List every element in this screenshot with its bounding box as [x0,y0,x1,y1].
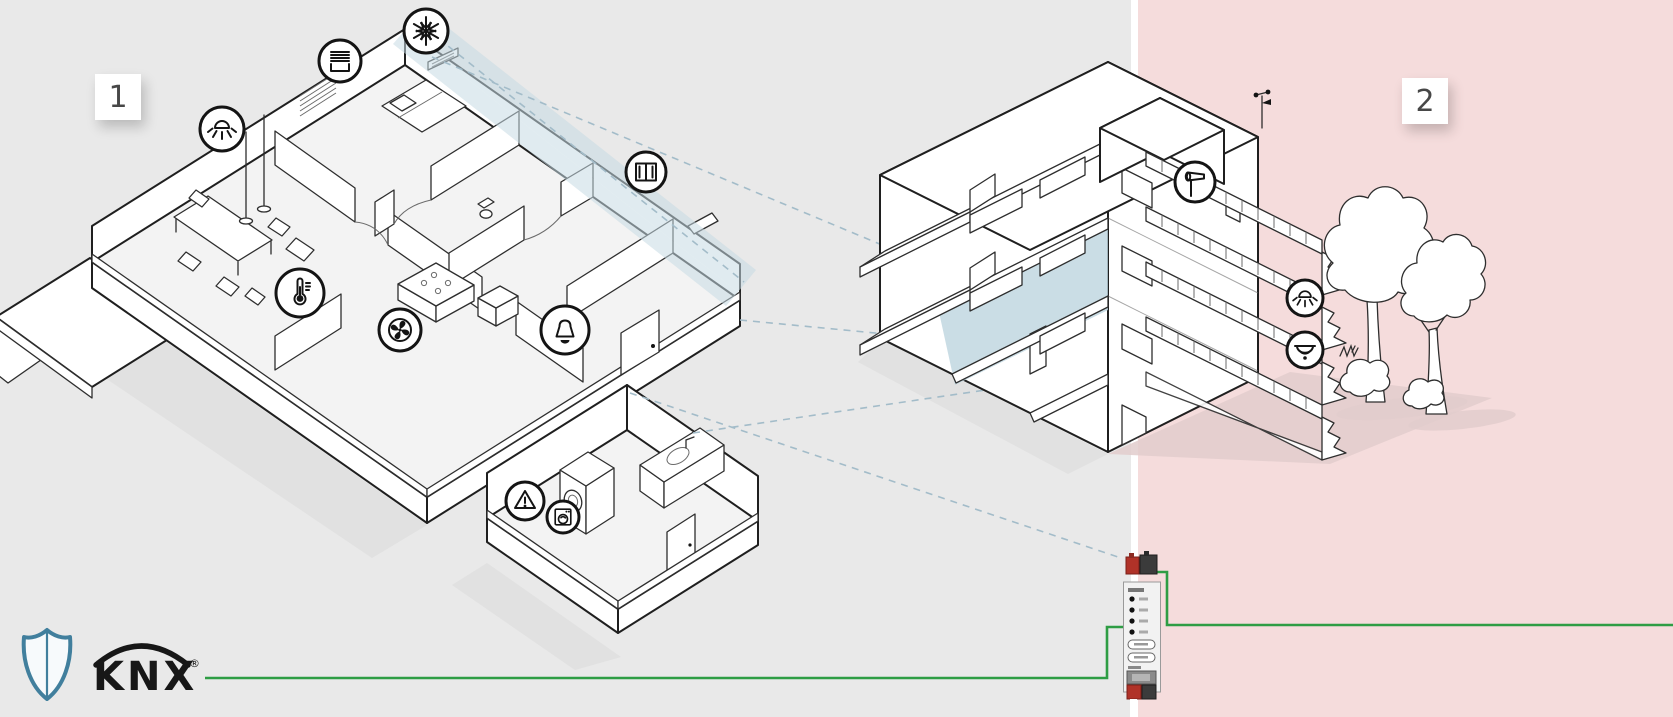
wall-shutter-slats [299,72,337,117]
knx-logo-text: KNX [93,654,197,700]
fan-icon [377,307,423,353]
stair-light-icon [1285,278,1325,318]
dining-set [173,189,315,306]
grass-tuft [1339,344,1359,358]
presence-sensor-icon [1285,330,1325,370]
section-2-badge: 2 [1402,78,1448,124]
apartment-building [859,61,1347,461]
kitchen [397,262,519,327]
bathroom [477,197,495,219]
left-face-windows [969,156,1086,355]
ceiling-light-icon [198,105,246,153]
snowflake-icon [402,7,450,55]
terrace [0,257,187,399]
washing-machine-icon [545,499,581,535]
entry-door [620,309,660,376]
warning-icon [504,480,546,522]
bus-lines [205,570,1673,680]
knx-arc [93,643,191,668]
bus-line-right [1157,570,1673,627]
registered-mark: ® [189,657,200,670]
sink-counter [639,427,725,509]
roller-shutter-icon [317,38,363,84]
knx-logo-group: KNX ® [21,628,200,701]
pendant-lamps [238,114,272,225]
weather-station [1253,89,1271,129]
balconies [859,173,996,356]
bus-line-left [205,625,1123,680]
trees [1323,186,1487,415]
window-icon [624,150,668,194]
right-face-windows [1121,167,1153,446]
thermometer-icon [274,267,326,319]
external-stairs [1145,151,1347,461]
windsock-icon [1173,160,1217,204]
section-plane-band [393,8,756,306]
bed [381,79,467,133]
house-cutaway [0,8,756,524]
knx-device [1123,551,1161,717]
section-1-badge: 1 [95,74,141,120]
tree-2 [1400,233,1487,415]
doorbell-icon [539,304,591,356]
feature-icons [198,7,1325,535]
shield-icon [21,628,73,701]
